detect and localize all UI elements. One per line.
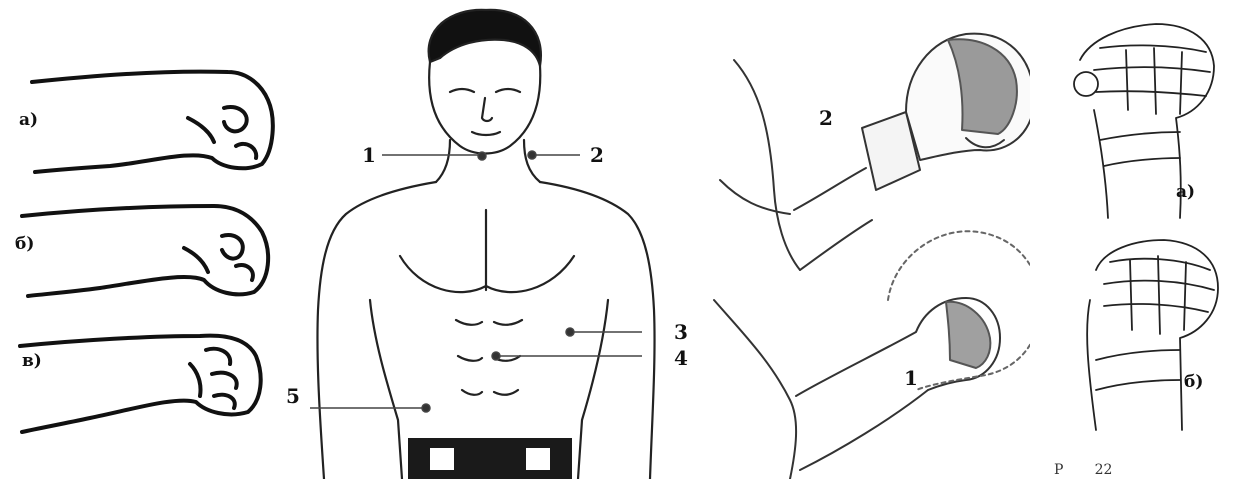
- wrap-drawing: [1030, 0, 1236, 479]
- glove-drawing: [710, 0, 1030, 479]
- hand-label-1: 1: [904, 368, 918, 388]
- glove-panel: 2 1: [710, 0, 1030, 479]
- wrap-label-a: а): [1176, 184, 1195, 201]
- fist-label-a: а): [19, 112, 38, 129]
- wrap-label-b: б): [1184, 374, 1203, 391]
- point-4-label: 4: [674, 348, 688, 368]
- torso-panel: 1 2 3 4 5: [290, 0, 710, 479]
- point-3-label: 3: [674, 322, 688, 342]
- glove-label-2: 2: [819, 108, 833, 128]
- point-5-label: 5: [286, 386, 300, 406]
- wrap-panel: а) б) Р 22: [1030, 0, 1236, 479]
- fist-label-v: в): [22, 353, 42, 370]
- figure-caption: Р 22: [1054, 462, 1112, 478]
- fists-drawing: [0, 0, 290, 479]
- fists-panel: а) б) в): [0, 0, 290, 479]
- point-1-label: 1: [362, 145, 376, 165]
- fist-label-b: б): [15, 236, 34, 253]
- point-2-label: 2: [590, 145, 604, 165]
- torso-drawing: [290, 0, 710, 479]
